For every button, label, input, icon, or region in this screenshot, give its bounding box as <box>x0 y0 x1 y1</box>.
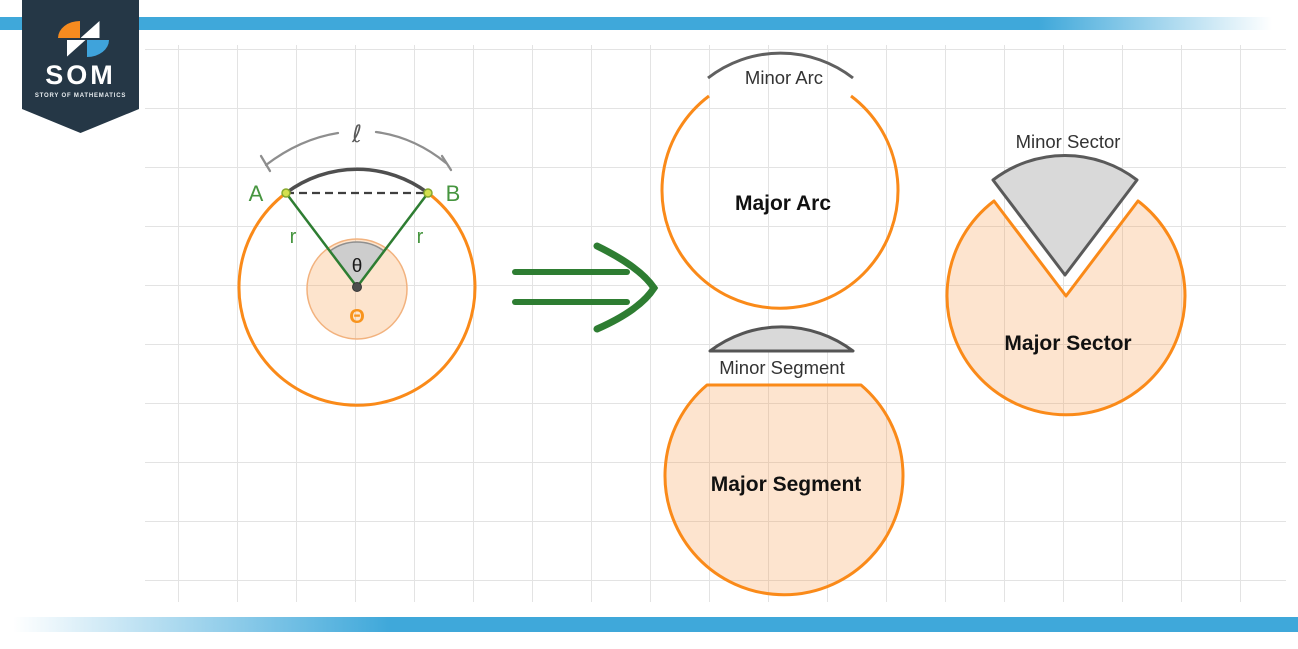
point-a-dot <box>281 188 291 198</box>
implies-arrow <box>512 242 659 333</box>
point-a-label: A <box>249 181 264 206</box>
minor-segment-label: Minor Segment <box>719 357 844 378</box>
minor-sector-label: Minor Sector <box>1016 131 1121 152</box>
som-pinwheel-icon <box>57 21 109 57</box>
theta-angle-wedge <box>328 241 386 289</box>
grid-background <box>145 45 1286 602</box>
minor-arc-shape <box>707 51 854 80</box>
theta-angle-label: θ <box>352 256 363 277</box>
logo-title: SOM <box>45 60 116 90</box>
major-segment-shape <box>663 383 905 597</box>
radius-label-left: r <box>290 226 297 248</box>
radius-line-left <box>285 192 358 288</box>
arc-definition-figure: ℓ A B r r θ Θ <box>237 120 477 407</box>
minor-segment-shape <box>708 325 855 353</box>
bracket-left-curve <box>264 131 340 167</box>
center-dot <box>352 282 362 292</box>
minor-arc-dark-stroke <box>284 167 430 195</box>
major-arc-shape <box>660 94 900 310</box>
segment-parts-figure: Minor Segment Major Segment <box>663 325 905 597</box>
pinwheel-orange-quarter <box>57 21 80 38</box>
main-circle-orange-arc <box>237 191 477 407</box>
bracket-right-tick <box>440 154 453 172</box>
pinwheel-blue-quarter <box>86 40 109 57</box>
center-theta-symbol: Θ <box>349 306 365 328</box>
major-sector-shape <box>945 199 1187 417</box>
logo-subtitle: STORY OF MATHEMATICS <box>34 93 127 99</box>
arc-length-label: ℓ <box>351 120 362 148</box>
radius-line-right <box>356 192 429 288</box>
bracket-left-tick <box>259 154 272 173</box>
pinwheel-white-triangle-top <box>80 21 100 38</box>
arc-length-bracket <box>259 130 453 173</box>
minor-arc-label: Minor Arc <box>745 67 823 88</box>
point-b-label: B <box>446 181 461 206</box>
top-accent-bar <box>0 17 1298 30</box>
major-sector-label: Major Sector <box>1004 332 1131 355</box>
major-segment-label: Major Segment <box>711 473 862 496</box>
bracket-right-curve <box>374 130 448 165</box>
minor-sector-shape <box>991 153 1139 277</box>
radius-label-right: r <box>417 226 424 248</box>
major-arc-label: Major Arc <box>735 192 831 215</box>
bottom-accent-bar <box>0 617 1298 632</box>
arc-parts-figure: Minor Arc Major Arc <box>660 51 900 310</box>
som-logo-banner: SOM STORY OF MATHEMATICS <box>22 0 139 133</box>
sector-parts-figure: Minor Sector Major Sector <box>945 131 1187 417</box>
point-b-dot <box>423 188 433 198</box>
arrow-head <box>593 242 659 333</box>
pinwheel-white-triangle-bottom <box>66 40 86 57</box>
